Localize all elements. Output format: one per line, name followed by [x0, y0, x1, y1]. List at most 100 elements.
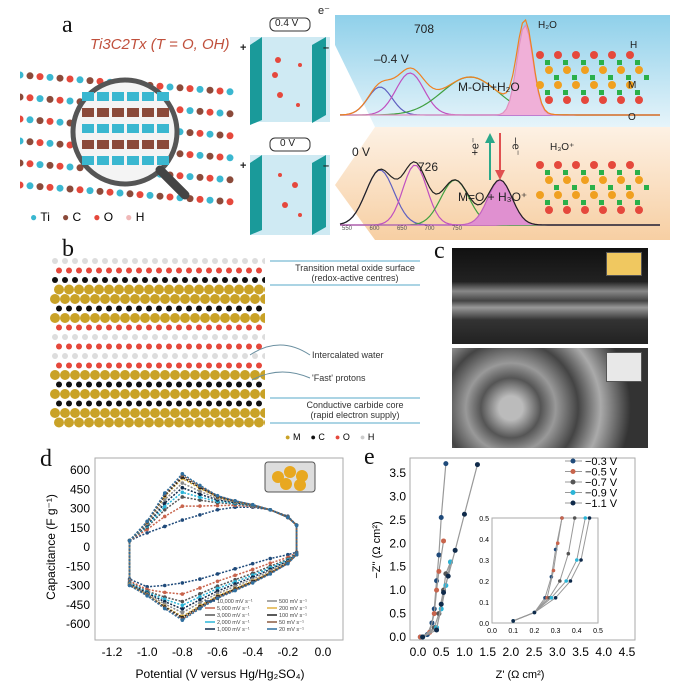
atom — [635, 96, 643, 104]
atom — [62, 334, 68, 340]
x-tick-label: -0.8 — [172, 645, 193, 659]
atom — [60, 294, 70, 304]
atom — [545, 170, 550, 175]
data-point — [198, 592, 202, 596]
atom — [156, 381, 162, 388]
atom — [62, 353, 68, 359]
atom — [116, 381, 122, 388]
panel-label-e: e — [364, 444, 375, 470]
data-point — [250, 502, 255, 507]
atom — [246, 324, 252, 331]
atom — [176, 305, 182, 312]
legend-marker — [570, 469, 576, 474]
atom — [156, 82, 164, 90]
atom — [236, 362, 242, 369]
atom — [206, 108, 214, 116]
atom — [186, 267, 192, 274]
atom — [72, 353, 78, 359]
atom — [126, 190, 134, 198]
atom — [196, 400, 202, 407]
atom — [74, 284, 84, 295]
atom — [186, 305, 192, 312]
atom — [26, 94, 34, 102]
atom — [599, 206, 607, 214]
legend-label: −1.1 V — [585, 498, 618, 510]
atom — [206, 343, 212, 350]
inset-data-point — [568, 579, 573, 583]
atom — [617, 176, 625, 184]
atom — [590, 51, 598, 59]
data-point — [198, 504, 202, 508]
atom — [216, 131, 224, 139]
atom — [226, 154, 234, 162]
y-tick-label: 0.0 — [389, 630, 406, 644]
atom — [122, 277, 128, 283]
data-point — [438, 515, 444, 521]
inset-x-tick-label: 0.0 — [487, 628, 497, 635]
atom — [194, 417, 204, 428]
atom — [635, 200, 640, 205]
legend-marker — [570, 479, 576, 485]
x-tick-label: -1.2 — [102, 645, 123, 659]
atom — [146, 362, 152, 369]
atom — [86, 267, 92, 274]
inset-y-tick-label: 0.0 — [479, 621, 489, 628]
atom — [222, 277, 228, 283]
atom — [84, 284, 94, 295]
inset-data-point — [575, 558, 579, 562]
y-tick-label: 1.5 — [389, 560, 406, 574]
atom — [635, 66, 643, 74]
atom — [52, 277, 58, 283]
atom — [599, 176, 607, 184]
atom — [176, 172, 184, 180]
legend-label: 1,000 mV s⁻¹ — [217, 627, 250, 633]
atom — [72, 277, 78, 283]
atom — [216, 400, 222, 407]
atom — [242, 277, 248, 283]
atom — [127, 124, 139, 133]
data-point — [250, 581, 255, 585]
atom — [222, 353, 228, 359]
atom — [86, 305, 92, 312]
atom — [142, 353, 148, 359]
atom — [146, 400, 152, 407]
atom — [86, 77, 94, 85]
atom — [226, 176, 234, 184]
inset-data-point — [558, 579, 562, 583]
atom — [563, 170, 568, 175]
data-point — [162, 590, 167, 595]
atom — [56, 324, 62, 331]
atom — [156, 192, 164, 200]
cell-bottom-minus: – — [323, 160, 330, 172]
atom — [186, 362, 192, 369]
data-point — [461, 511, 467, 517]
atom — [599, 66, 607, 74]
atom — [196, 173, 204, 181]
particle — [272, 471, 284, 483]
atom — [124, 417, 134, 428]
atom — [190, 408, 200, 418]
data-point — [441, 589, 447, 595]
atom — [170, 370, 180, 380]
atom — [226, 198, 234, 206]
y-tick-label: 3.0 — [389, 489, 406, 503]
atom — [256, 400, 262, 407]
atom — [240, 370, 250, 380]
atom — [256, 305, 262, 312]
atom — [64, 417, 74, 428]
atom — [114, 417, 124, 428]
atom — [152, 258, 158, 264]
atom — [210, 370, 220, 380]
atom — [56, 267, 62, 274]
atom — [202, 353, 208, 359]
data-point — [198, 577, 202, 581]
atom — [92, 353, 98, 359]
atom — [196, 362, 202, 369]
data-point — [162, 491, 167, 495]
atom — [200, 408, 210, 418]
inset-data-point — [579, 558, 583, 562]
atom — [262, 277, 265, 283]
atom — [626, 191, 634, 199]
atom — [20, 137, 24, 145]
atom — [20, 93, 24, 101]
